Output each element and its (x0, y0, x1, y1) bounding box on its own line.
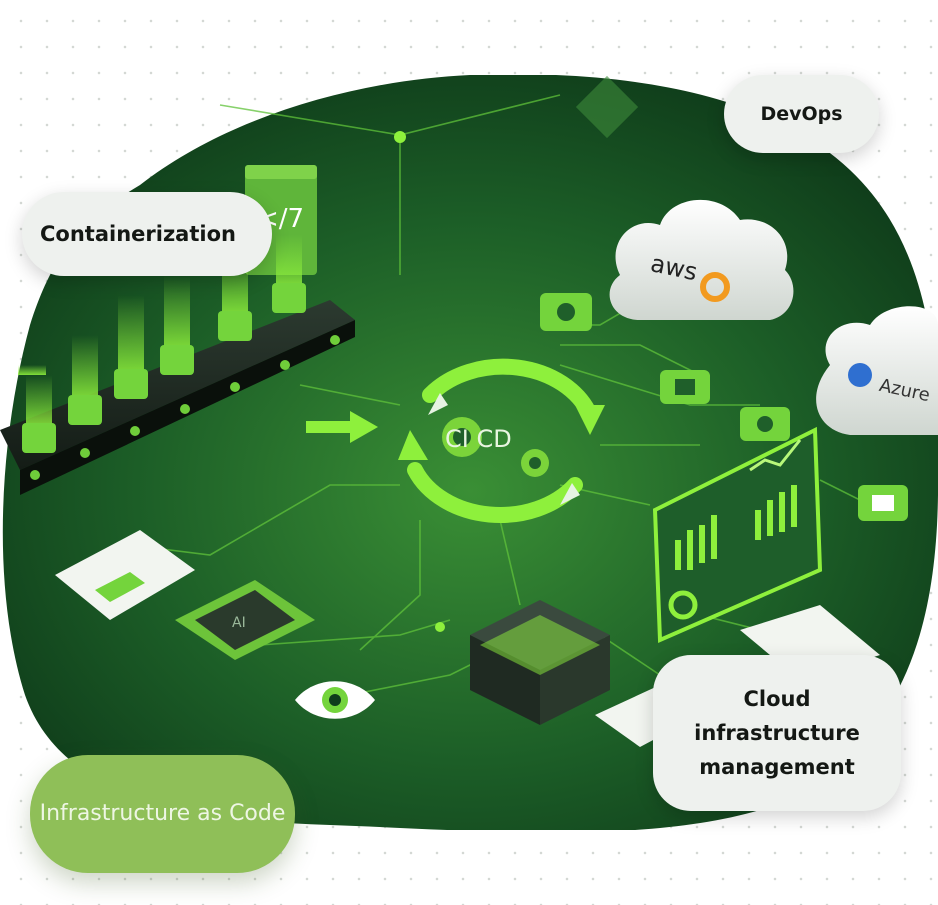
azure-cloud: Azure (816, 306, 938, 435)
containerization-label: Containerization (22, 192, 272, 276)
google-cloud-icon (700, 272, 730, 302)
settings-tile-icon (540, 293, 592, 331)
server-tile-icon (660, 370, 710, 404)
folder-tile-icon (858, 485, 908, 521)
document-card (55, 530, 195, 620)
node-dot (394, 131, 406, 143)
server-box (470, 600, 610, 725)
loop-arrowhead (398, 430, 428, 460)
azure-icon (848, 363, 872, 387)
loop-arrowhead (575, 405, 605, 435)
aws-cloud: aws (609, 199, 794, 320)
cicd-label: CI CD (445, 425, 512, 453)
node-dot (435, 622, 445, 632)
right-arrow (306, 411, 378, 443)
ai-chip-text: AI (232, 615, 246, 631)
infrastructure-as-code-label: Infrastructure as Code (30, 755, 295, 873)
rocket-icon (428, 393, 580, 505)
devops-label: DevOps (724, 75, 879, 153)
cicd-loop (407, 358, 598, 523)
gear-tile-icon (740, 407, 790, 441)
conveyor-belt (0, 235, 355, 495)
cloud-infrastructure-label: Cloud infrastructure management (653, 655, 901, 811)
eye-icon (295, 681, 375, 719)
dashboard-monitor (652, 426, 823, 644)
diamond-decoration (575, 75, 639, 139)
ai-chip: AI (175, 580, 315, 660)
